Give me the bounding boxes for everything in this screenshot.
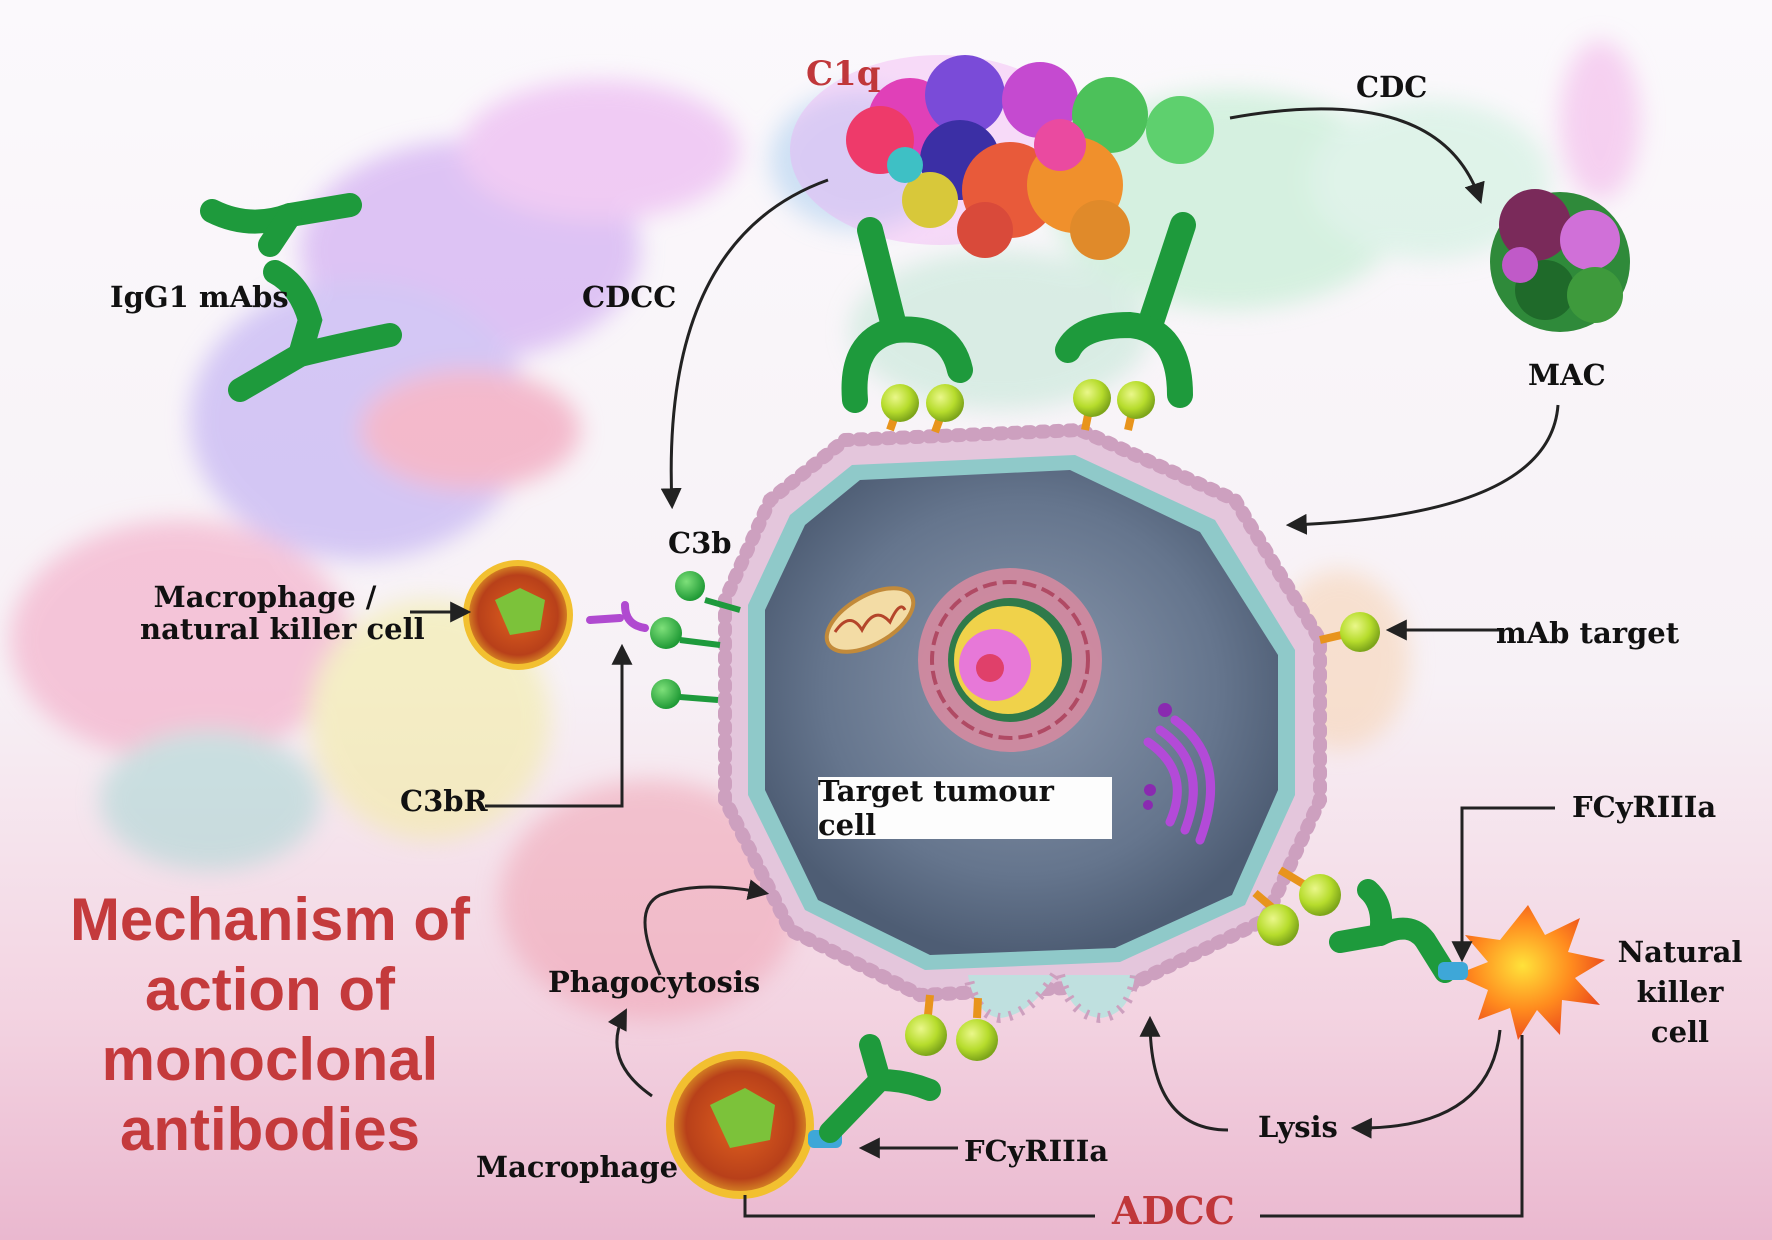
title-line-3: monoclonal [101, 1026, 439, 1093]
nk-cell-line-3: cell [1650, 1015, 1710, 1049]
mac-to-cell-arrow [1285, 404, 1560, 535]
macrophage-nk-line-1: Macrophage / [153, 580, 377, 614]
fcr-right-arrow [1451, 806, 1555, 963]
nk-cell-line-2: killer [1636, 975, 1724, 1009]
c3b-fragments [650, 571, 741, 709]
title-line-4: antibodies [119, 1096, 421, 1163]
title-line-2: action of [145, 956, 395, 1023]
nk-cell-label: Natural killer cell [1615, 932, 1745, 1052]
c1q-label: C1q [806, 54, 881, 94]
nucleus-icon [918, 568, 1102, 752]
cdc-arrow [1229, 107, 1485, 204]
mab-target-label: mAb target [1496, 616, 1680, 650]
antibody-icon [819, 1034, 941, 1143]
mab-target-antigens [881, 379, 1380, 1061]
phagocytosis-up-arrow [643, 879, 770, 976]
adcc-label: ADCC [1112, 1188, 1235, 1233]
fcr-bottom-label: FCyRIIIa [964, 1134, 1109, 1168]
lysis-to-cell-arrow [1139, 1015, 1229, 1132]
antibody-icon [200, 193, 402, 402]
mac-complex-icon [1490, 189, 1630, 332]
fcr-right-label: FCyRIIIa [1572, 790, 1717, 824]
cdcc-arrow [660, 178, 829, 510]
macrophage-nk-label: Macrophage / natural killer cell [140, 580, 425, 646]
nk-cell-line-1: Natural [1617, 935, 1743, 969]
c3br-arrow [485, 643, 633, 808]
golgi-icon [1143, 703, 1216, 845]
mitochondrion-icon [824, 586, 916, 654]
nk-to-lysis-arrow [1350, 1029, 1502, 1139]
figure-title: Mechanism of action of monoclonal antibo… [40, 885, 500, 1165]
adcc-line [743, 1035, 1524, 1218]
nk-cell-icon [1438, 905, 1605, 1040]
igg1-mabs-label: IgG1 mAbs [110, 280, 289, 314]
arrows [410, 107, 1560, 1159]
c1q-complex-icon [790, 55, 1214, 260]
cdc-label: CDC [1356, 70, 1428, 104]
cdcc-label: CDCC [582, 280, 677, 314]
antibody-icon [1329, 879, 1456, 983]
lysis-label: Lysis [1258, 1110, 1338, 1144]
antibody-icon [841, 212, 1196, 413]
macrophage-icon [666, 1051, 842, 1199]
c3br-label: C3bR [400, 784, 488, 818]
target-tumour-cell-label: Target tumour cell [818, 774, 1112, 842]
title-line-1: Mechanism of [69, 886, 471, 953]
phagocytosis-label: Phagocytosis [548, 965, 761, 999]
phagocytosis-from-macrophage-arrow [607, 1008, 653, 1098]
mac-label: MAC [1528, 358, 1606, 392]
c3b-label: C3b [668, 526, 732, 560]
macrophage-nk-line-2: natural killer cell [140, 611, 425, 646]
macrophage-label: Macrophage [476, 1150, 679, 1184]
macrophage-icon [463, 560, 649, 670]
